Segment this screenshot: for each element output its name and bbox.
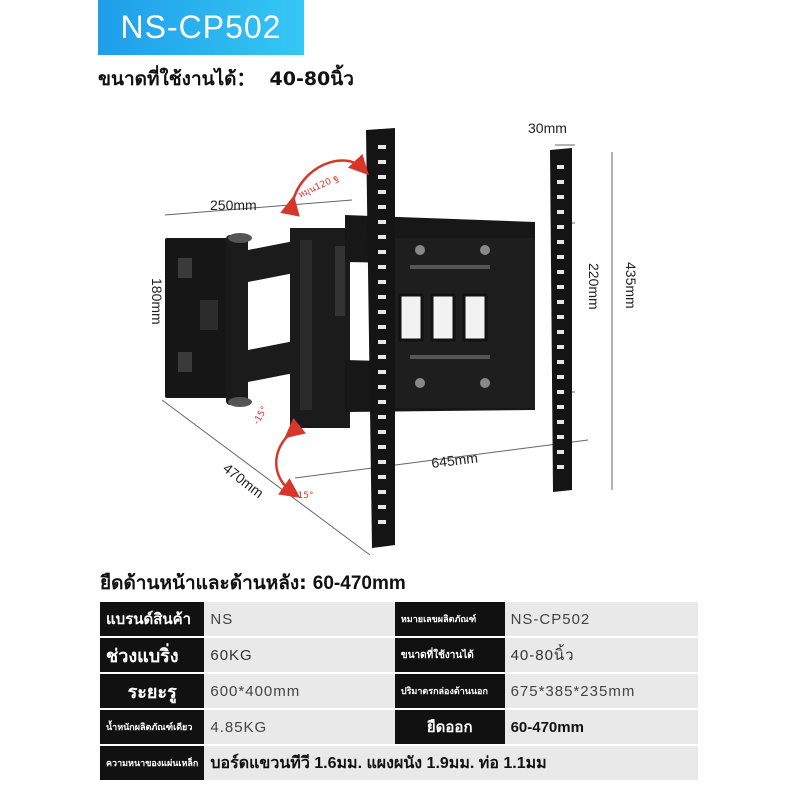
usable-size-value: 40-80นิ้ว bbox=[269, 68, 354, 90]
size-value: 40-80นิ้ว bbox=[504, 638, 698, 672]
hole-value: 600*400mm bbox=[204, 674, 395, 708]
dim-extension: 470mm bbox=[220, 460, 267, 501]
dim-plate-height: 435mm bbox=[623, 262, 639, 309]
tv-mount-illustration: 250mm 180mm 30mm 220mm 435mm 645mm 470mm… bbox=[149, 120, 639, 556]
dim-arm-length: 250mm bbox=[210, 197, 257, 213]
tilt-down-label: -15° bbox=[252, 405, 270, 427]
depth-line: ยืดด้านหน้าและด้านหลัง:60-470mm bbox=[100, 568, 406, 598]
model-banner: NS-CP502 bbox=[98, 0, 304, 55]
spec-row-4: น้ำหนักผลิตภัณฑ์เดียว 4.85KG ยืดออก 60-4… bbox=[100, 710, 698, 744]
brand-value: NS bbox=[204, 602, 395, 636]
usable-size-line: ขนาดที่ใช้งานได้： 40-80นิ้ว bbox=[98, 64, 354, 94]
size-label: ขนาดที่ใช้งานได้ bbox=[394, 638, 505, 672]
vertical-tv-plate-left bbox=[366, 128, 395, 548]
weight-label: น้ำหนักผลิตภัณฑ์เดียว bbox=[100, 710, 205, 744]
vertical-tv-plate-right bbox=[550, 148, 572, 492]
wall-plate bbox=[165, 238, 227, 398]
brand-label: แบรนด์สินค้า bbox=[100, 602, 205, 636]
tilt-arrow-icon bbox=[275, 417, 307, 498]
sku-value: NS-CP502 bbox=[504, 602, 698, 636]
box-value: 675*385*235mm bbox=[504, 674, 698, 708]
load-label: ช่วงแบริ่ง bbox=[100, 638, 205, 672]
swivel-label: หมุน120 ฐ bbox=[297, 173, 340, 200]
box-label: ปริมาตรกล่องด้านนอก bbox=[394, 674, 505, 708]
usable-size-label: ขนาดที่ใช้งานได้： bbox=[98, 68, 256, 90]
thickness-value: บอร์ดแขวนทีวี 1.6มม. แผงผนัง 1.9มม. ท่อ … bbox=[204, 746, 698, 780]
load-value: 60KG bbox=[204, 638, 395, 672]
hole-label: ระยะรู bbox=[100, 674, 205, 708]
sku-label: หมายเลขผลิตภัณฑ์ bbox=[394, 602, 505, 636]
dim-hole-span: 220mm bbox=[586, 263, 602, 310]
spec-row-5: ความหนาของแผ่นเหล็ก บอร์ดแขวนทีวี 1.6มม.… bbox=[100, 746, 698, 780]
dim-plate-width: 30mm bbox=[528, 120, 567, 136]
spec-table: แบรนด์สินค้า NS หมายเลขผลิตภัณฑ์ NS-CP50… bbox=[100, 600, 698, 782]
spec-row-3: ระยะรู 600*400mm ปริมาตรกล่องด้านนอก 675… bbox=[100, 674, 698, 708]
depth-value: 60-470mm bbox=[312, 573, 406, 594]
depth-label: ยืดด้านหน้าและด้านหลัง: bbox=[100, 572, 307, 594]
extend-label: ยืดออก bbox=[394, 710, 505, 744]
tilt-up-label: +15° bbox=[290, 491, 314, 501]
dim-depth-side: 180mm bbox=[149, 278, 165, 325]
thickness-label: ความหนาของแผ่นเหล็ก bbox=[100, 746, 205, 780]
extend-value: 60-470mm bbox=[504, 710, 698, 744]
dim-total-width: 645mm bbox=[430, 449, 478, 471]
swivel-arrow-icon bbox=[280, 153, 369, 217]
spec-row-1: แบรนด์สินค้า NS หมายเลขผลิตภัณฑ์ NS-CP50… bbox=[100, 602, 698, 636]
spec-row-2: ช่วงแบริ่ง 60KG ขนาดที่ใช้งานได้ 40-80นิ… bbox=[100, 638, 698, 672]
articulating-arms bbox=[226, 228, 350, 428]
weight-value: 4.85KG bbox=[204, 710, 395, 744]
